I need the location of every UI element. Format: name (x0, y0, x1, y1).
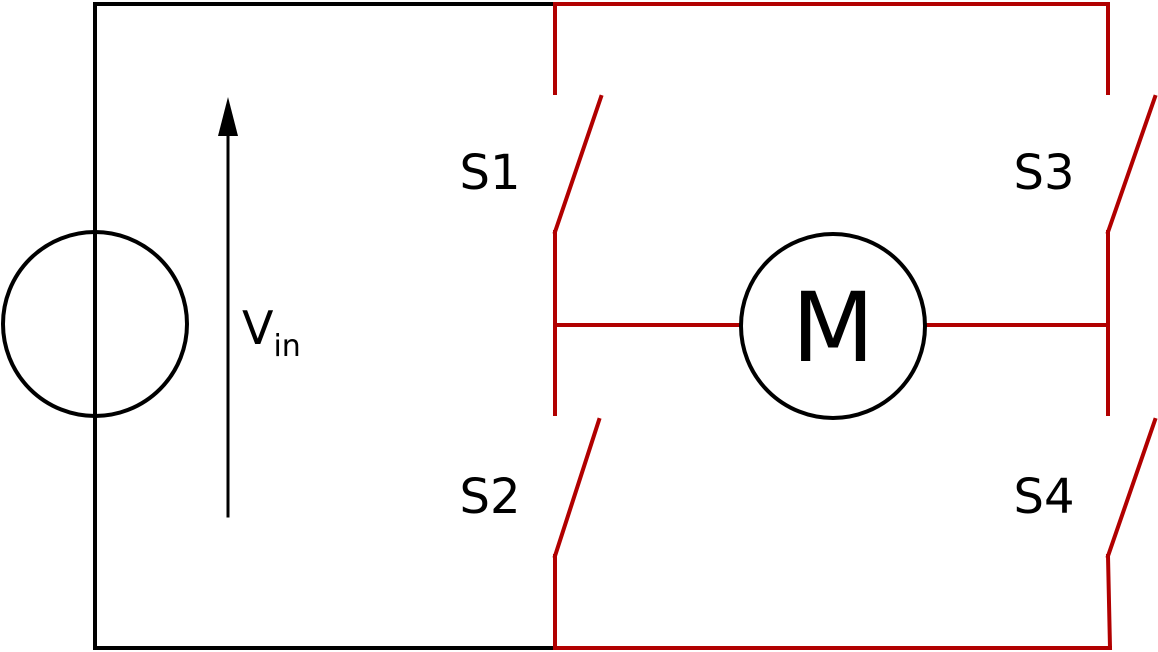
switch-s3-label: S3 (1013, 145, 1074, 201)
source-wire (93, 2, 557, 650)
vin-arrow-head (218, 97, 238, 136)
switch-s1-blade (552, 94, 604, 235)
voltage-source-symbol (1, 230, 189, 418)
vin-label-main: V (242, 301, 274, 355)
switch-s3-blade (1105, 94, 1158, 235)
source-loop (1, 2, 557, 650)
vin-label-subscript: in (273, 329, 300, 364)
switch-s2-label: S2 (459, 469, 520, 525)
switch-s2-blade (552, 417, 602, 559)
switch-s1-label: S1 (459, 145, 520, 201)
motor-label: M (792, 272, 875, 384)
motor-symbol (739, 232, 927, 420)
switch-s4-label: S4 (1013, 469, 1074, 525)
switch-s4-blade (1105, 417, 1158, 559)
h-bridge-wiring (552, 2, 1158, 651)
vin-label: Vin (242, 301, 301, 364)
right-leg-bottom (1105, 553, 1113, 651)
